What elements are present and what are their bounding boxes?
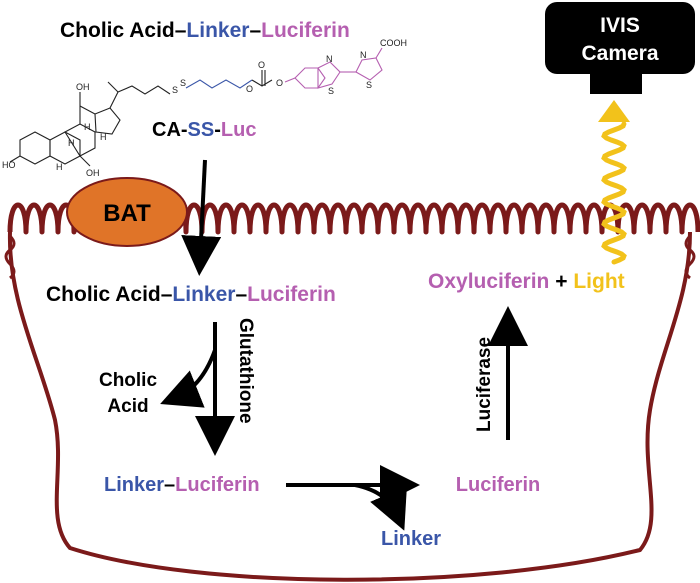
conj-luciferin: Luciferin — [247, 283, 336, 306]
atom-oh-7: OH — [86, 168, 100, 178]
uptake-arrow — [181, 159, 222, 276]
conj-linker: Linker — [172, 283, 235, 306]
conj-dash-1: – — [161, 283, 173, 306]
membrane-left-fold — [4, 234, 16, 280]
abbrev-ca: CA- — [152, 119, 188, 141]
luciferin-bond-o — [284, 77, 296, 83]
luciferin-structure — [284, 47, 383, 89]
atom-s-1: S — [172, 85, 178, 95]
ll-linker: Linker — [104, 474, 164, 496]
cooh-bond — [375, 47, 383, 59]
atom-h-4: H — [56, 162, 63, 172]
light-emission-wave — [601, 121, 627, 265]
chemical-structure — [9, 47, 383, 167]
side-chain-methyl — [107, 81, 119, 93]
probe-title: Cholic Acid–Linker–Luciferin — [60, 19, 350, 42]
camera-line-2: Camera — [581, 42, 658, 65]
bat-transporter — [66, 177, 188, 247]
glutathione-label: Glutathione — [235, 318, 256, 424]
chemical-atom-labels: S S O O O N N S S COOH OH OH HO HO H H H… — [2, 38, 407, 178]
abbrev-luc: Luc — [221, 119, 257, 141]
cell-body-outline — [7, 231, 692, 582]
linker-luciferin: Linker–Luciferin — [104, 474, 260, 496]
oxyluciferin-label: Oxyluciferin — [428, 270, 549, 293]
thiazole-ring-1 — [317, 61, 341, 89]
luciferase-label: Luciferase — [474, 337, 495, 432]
ring-c-d-bond — [79, 105, 96, 115]
atom-n-2: N — [360, 50, 367, 60]
atom-h-1: H — [84, 122, 91, 132]
steroid-ring-d — [94, 107, 121, 135]
reaction-products: Oxyluciferin + Light — [428, 270, 625, 293]
atom-s-4: S — [366, 80, 372, 90]
plus-sign: + — [549, 270, 573, 293]
cholic-acid-release-line-2: Acid — [107, 396, 148, 417]
light-arrow-head — [598, 100, 630, 122]
ll-luciferin: Luciferin — [175, 474, 259, 496]
atom-h-2: H — [100, 132, 107, 142]
ivis-camera-lens — [590, 74, 642, 94]
linker-chain — [185, 79, 253, 89]
light-label: Light — [573, 270, 624, 293]
steroid-ring-c — [64, 123, 96, 157]
atom-o-2: O — [246, 84, 253, 94]
steroid-ring-a — [19, 131, 51, 165]
atom-h-3: H — [68, 138, 75, 148]
side-chain-2 — [117, 85, 171, 95]
probe-abbreviation: CA-SS-Luc — [152, 119, 256, 141]
membrane-right-fold — [684, 234, 696, 280]
ivis-camera — [545, 2, 695, 74]
title-dash-1: – — [175, 19, 187, 42]
atom-ho-3: HO — [2, 160, 16, 170]
abbrev-ss: SS — [188, 119, 215, 141]
linker-branch-arrow — [354, 483, 407, 531]
linker-release-label: Linker — [381, 528, 441, 550]
ll-dash: – — [164, 474, 175, 496]
atom-s-3: S — [328, 86, 334, 96]
title-cholic-acid: Cholic Acid — [60, 19, 175, 42]
thiazole-ring-2 — [355, 57, 383, 81]
benzo-ring — [294, 67, 326, 89]
atom-n-1: N — [326, 54, 333, 64]
atom-o-1: O — [258, 60, 265, 70]
intracellular-conjugate: Cholic Acid–Linker–Luciferin — [46, 283, 336, 306]
camera-line-1: IVIS — [600, 14, 640, 37]
atom-s-2: S — [180, 78, 186, 88]
atom-o-3: O — [276, 78, 283, 88]
bond-oh-7 — [79, 155, 91, 167]
conj-dash-2: – — [235, 283, 247, 306]
bat-label: BAT — [103, 200, 151, 227]
title-luciferin: Luciferin — [261, 19, 350, 42]
luciferin-label: Luciferin — [456, 474, 540, 496]
atom-oh-12: OH — [76, 82, 90, 92]
title-dash-2: – — [249, 19, 261, 42]
bond-ho-3 — [9, 155, 21, 163]
cholic-acid-branch-arrow — [160, 349, 217, 408]
side-chain-1 — [109, 91, 119, 109]
cholic-acid-release-line-1: Cholic — [99, 370, 157, 391]
abbrev-dash: - — [214, 119, 221, 141]
cooh-label: COOH — [380, 38, 407, 48]
title-linker: Linker — [186, 19, 249, 42]
conj-cholic-acid: Cholic Acid — [46, 283, 161, 306]
